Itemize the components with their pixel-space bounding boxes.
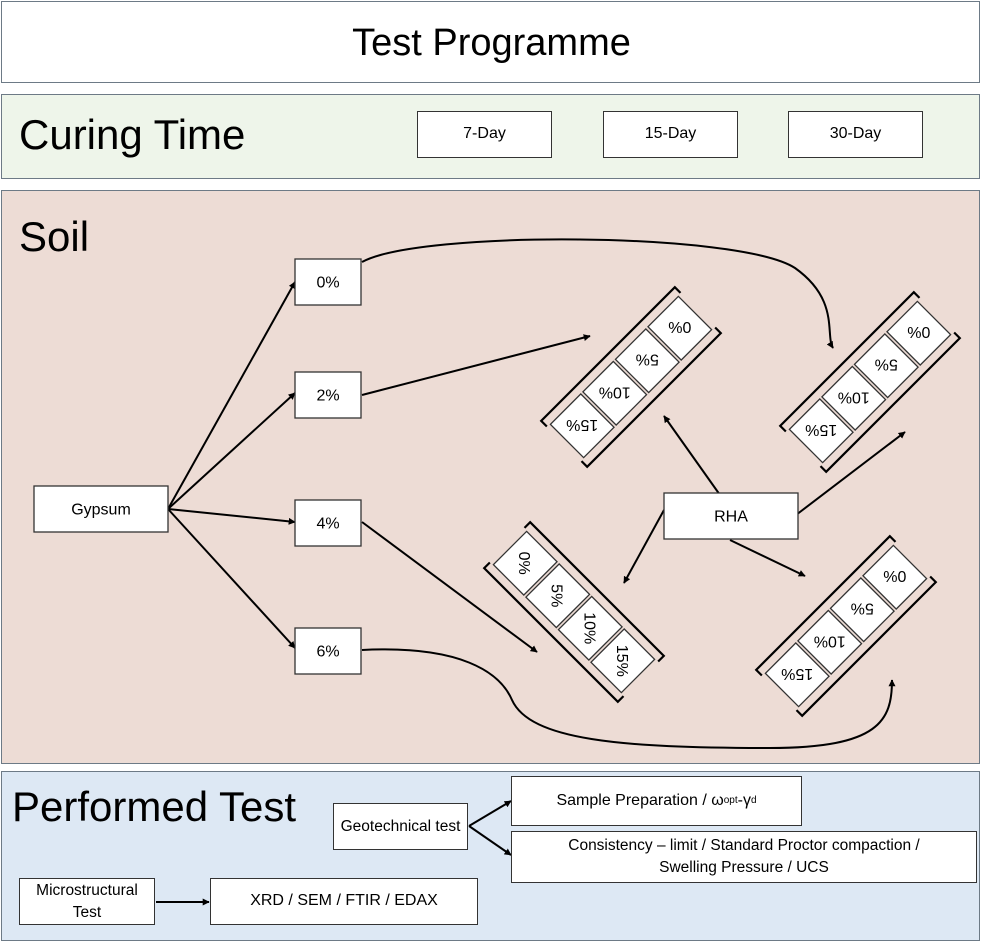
rha-groups: 0%5%10%15%0%5%10%15%0%5%10%15%0%5%10%15% bbox=[482, 285, 962, 718]
gypsum-0-box-label: 0% bbox=[316, 275, 339, 292]
rha-group-c-cell-0: 0% bbox=[492, 530, 558, 596]
arrow-gypsum-to-4 bbox=[167, 508, 296, 525]
rha-box-label: RHA bbox=[714, 509, 748, 526]
curing-option-30-day: 30-Day bbox=[788, 111, 923, 158]
arrow-6-to-group-d bbox=[361, 648, 896, 750]
sample-prep-text: Sample Preparation / ω bbox=[556, 791, 724, 809]
gypsum-2-box: 2% bbox=[294, 371, 362, 419]
rha-group-d-cell-3: 15% bbox=[764, 642, 830, 708]
rha-group-a-bracket-top bbox=[580, 326, 723, 469]
gypsum-box: Gypsum bbox=[33, 485, 169, 533]
rha-group-c-bracket-top bbox=[523, 520, 666, 663]
rha-group-a-cell-2-label: 10% bbox=[599, 383, 631, 400]
rha-group-b-bracket-top bbox=[819, 331, 962, 474]
rha-group-d-cell-0: 0% bbox=[862, 544, 928, 610]
rha-group-c-cell-0-label: 0% bbox=[515, 552, 532, 575]
arrow-rha-to-group-d bbox=[729, 539, 806, 577]
rha-group-b-cell-1: 5% bbox=[853, 332, 920, 399]
arrow-rha-to-group-a bbox=[663, 415, 721, 496]
rha-group-c-cell-1-label: 5% bbox=[548, 584, 565, 607]
sample-prep-gamma: -γ bbox=[737, 791, 751, 809]
gypsum-6-box: 6% bbox=[294, 627, 362, 675]
rha-group-a: 0% 5% 10%15% bbox=[539, 285, 723, 469]
arrow-rha-to-group-b bbox=[795, 431, 906, 516]
rha-group-c-cell-2: 10% bbox=[557, 595, 624, 662]
rha-group-c-bracket-bottom bbox=[482, 561, 625, 704]
rha-group-d-cell-1-label: 5% bbox=[851, 600, 874, 617]
rha-box: RHA bbox=[663, 492, 799, 540]
title-panel: Test Programme bbox=[1, 1, 980, 83]
rha-group-c-cell-3: 15% bbox=[590, 628, 656, 694]
rha-group-d: 0% 5% 10%15% bbox=[754, 534, 938, 718]
arrow-rha-to-group-c bbox=[623, 509, 665, 584]
curing-time-heading: Curing Time bbox=[19, 111, 246, 158]
diagram-nodes: Gypsum 0% 2% 4% 6% RHA bbox=[33, 258, 799, 675]
arrow-gypsum-to-6 bbox=[167, 508, 296, 649]
gypsum-box-label: Gypsum bbox=[71, 502, 131, 519]
rha-group-a-cell-3: 15% bbox=[549, 393, 615, 459]
rha-group-b-cell-2-label: 10% bbox=[838, 388, 870, 405]
rha-group-b: 0% 5% 10%15% bbox=[778, 290, 962, 474]
rha-group-c-cell-2-label: 10% bbox=[580, 612, 597, 644]
arrow-4-to-group-c bbox=[361, 521, 538, 653]
performed-test-heading: Performed Test bbox=[12, 783, 297, 830]
rha-group-b-cell-0: 0% bbox=[886, 300, 952, 366]
rha-group-d-bracket-top bbox=[795, 575, 938, 718]
connector-arrows bbox=[156, 238, 906, 906]
rha-group-d-cell-1: 5% bbox=[829, 576, 896, 643]
arrow-gypsum-to-2 bbox=[167, 392, 296, 510]
arrow-gypsum-to-0 bbox=[167, 281, 296, 510]
gypsum-4-box: 4% bbox=[294, 499, 362, 547]
gypsum-2-box-label: 2% bbox=[316, 388, 339, 405]
rha-group-b-bracket-bottom bbox=[778, 290, 921, 433]
arrow-geotechnical-to-sample-prep bbox=[468, 800, 512, 827]
rha-group-d-cell-3-label: 15% bbox=[781, 665, 813, 682]
rha-group-d-cell-2-label: 10% bbox=[814, 632, 846, 649]
rha-group-d-bracket-bottom bbox=[754, 534, 897, 677]
rha-group-c-cell-1: 5% bbox=[524, 562, 591, 629]
microstructural-methods-box: XRD / SEM / FTIR / EDAX bbox=[210, 878, 478, 925]
rha-group-d-cell-0-label: 0% bbox=[883, 567, 906, 584]
arrow-0-to-group-b bbox=[361, 238, 834, 349]
rha-group-b-cell-3: 15% bbox=[788, 398, 854, 464]
page-title: Test Programme bbox=[352, 22, 631, 64]
rha-group-b-cell-2: 10% bbox=[820, 365, 887, 432]
microstructural-test-box: Microstructural Test bbox=[19, 878, 155, 925]
sample-prep-sub-opt: opt bbox=[723, 795, 738, 806]
rha-group-b-cell-3-label: 15% bbox=[805, 421, 837, 438]
curing-option-7-day: 7-Day bbox=[417, 111, 552, 158]
arrow-2-to-group-a bbox=[361, 334, 591, 396]
gypsum-4-box-label: 4% bbox=[316, 516, 339, 533]
rha-group-a-cell-1-label: 5% bbox=[636, 351, 659, 368]
rha-group-a-cell-2: 10% bbox=[581, 360, 648, 427]
rha-group-c: 0% 5% 10% 15% bbox=[482, 520, 666, 704]
rha-group-b-cell-1-label: 5% bbox=[875, 356, 898, 373]
sample-prep-sub-d: d bbox=[750, 795, 757, 806]
rha-group-a-cell-0: 0% bbox=[647, 295, 713, 361]
rha-group-a-cell-0-label: 0% bbox=[668, 318, 691, 335]
curing-option-15-day: 15-Day bbox=[603, 111, 738, 158]
rha-group-d-cell-2: 10% bbox=[796, 609, 863, 676]
rha-group-a-bracket-bottom bbox=[539, 285, 682, 428]
arrow-geotechnical-to-consistency bbox=[468, 825, 512, 856]
rha-group-a-cell-3-label: 15% bbox=[566, 416, 598, 433]
gypsum-6-box-label: 6% bbox=[316, 644, 339, 661]
rha-group-a-cell-1: 5% bbox=[614, 327, 681, 394]
soil-heading: Soil bbox=[19, 213, 90, 260]
rha-group-c-cell-3-label: 15% bbox=[613, 645, 630, 677]
gypsum-0-box: 0% bbox=[294, 258, 362, 306]
consistency-tests-box: Consistency – limit / Standard Proctor c… bbox=[511, 831, 977, 883]
rha-group-b-cell-0-label: 0% bbox=[907, 323, 930, 340]
geotechnical-test-box: Geotechnical test bbox=[333, 803, 468, 850]
